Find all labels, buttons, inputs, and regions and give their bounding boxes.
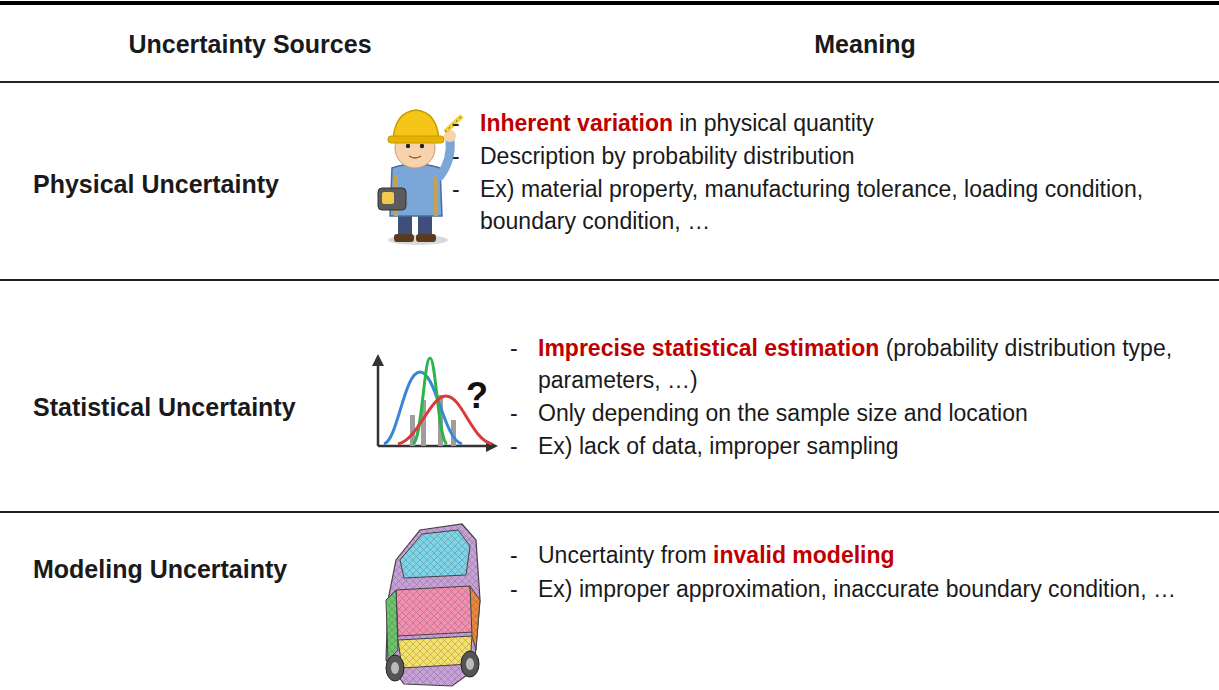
- highlight-text: invalid modeling: [707, 542, 895, 568]
- cell-text: in physical quantity: [673, 110, 874, 136]
- bullet-dash-block: -: [452, 140, 472, 172]
- cell-text: -: [452, 143, 460, 169]
- bullet-dash-block: -: [510, 539, 530, 571]
- cell-text: Meaning: [814, 30, 915, 58]
- cell-text: Description by probability distribution: [480, 143, 855, 169]
- bullet-text-block: Uncertainty from invalid modeling: [538, 539, 1198, 571]
- cell-text: Uncertainty from: [538, 542, 707, 568]
- column-header-block: Uncertainty Sources: [50, 28, 450, 60]
- bullet-text-block: Inherent variation in physical quantity: [480, 107, 1200, 139]
- bullet-dash-block: -: [510, 397, 530, 429]
- bullet-text-block: Ex) material property, manufacturing tol…: [480, 173, 1200, 237]
- cell-text: -: [452, 176, 460, 202]
- bullet-text-block: Only depending on the sample size and lo…: [538, 397, 1198, 429]
- question-mark-block: ?: [466, 376, 496, 416]
- cell-text: Ex) material property, manufacturing tol…: [480, 176, 1143, 234]
- cell-text: -: [510, 400, 518, 426]
- cell-text: Uncertainty Sources: [128, 30, 371, 58]
- bullet-dash-block: -: [510, 332, 530, 364]
- row-label-block: Modeling Uncertainty: [33, 553, 368, 585]
- cell-text: Ex) lack of data, improper sampling: [538, 433, 899, 459]
- row-label-block: Statistical Uncertainty: [33, 391, 368, 423]
- cell-text: -: [510, 335, 518, 361]
- bullet-text-block: Description by probability distribution: [480, 140, 1200, 172]
- bullet-dash-block: -: [510, 573, 530, 605]
- bullet-dash-block: -: [452, 107, 472, 139]
- row-rule: [0, 511, 1219, 513]
- highlight-text: Inherent variation: [480, 110, 673, 136]
- car-model-icon: [386, 524, 480, 686]
- cell-text: ?: [466, 375, 488, 416]
- worker-icon: [378, 110, 462, 245]
- bullet-dash-block: -: [510, 430, 530, 462]
- cell-text: -: [510, 576, 518, 602]
- cell-text: -: [510, 542, 518, 568]
- cell-text: -: [510, 433, 518, 459]
- cell-text: Statistical Uncertainty: [33, 393, 296, 421]
- top-rule: [0, 1, 1219, 5]
- cell-text: Only depending on the sample size and lo…: [538, 400, 1028, 426]
- column-header-block: Meaning: [665, 28, 1065, 60]
- bullet-text-block: Ex) improper approximation, inaccurate b…: [538, 573, 1198, 605]
- bullet-text-block: Ex) lack of data, improper sampling: [538, 430, 1198, 462]
- cell-text: Physical Uncertainty: [33, 170, 279, 198]
- bullet-text-block: Imprecise statistical estimation (probab…: [538, 332, 1198, 396]
- row-label-block: Physical Uncertainty: [33, 168, 368, 200]
- cell-text: Ex) improper approximation, inaccurate b…: [538, 576, 1176, 602]
- bullet-dash-block: -: [452, 173, 472, 205]
- distribution-icon: [372, 354, 498, 452]
- cell-text: Modeling Uncertainty: [33, 555, 287, 583]
- row-rule: [0, 279, 1219, 281]
- highlight-text: Imprecise statistical estimation: [538, 335, 879, 361]
- cell-text: -: [452, 110, 460, 136]
- header-rule: [0, 81, 1219, 83]
